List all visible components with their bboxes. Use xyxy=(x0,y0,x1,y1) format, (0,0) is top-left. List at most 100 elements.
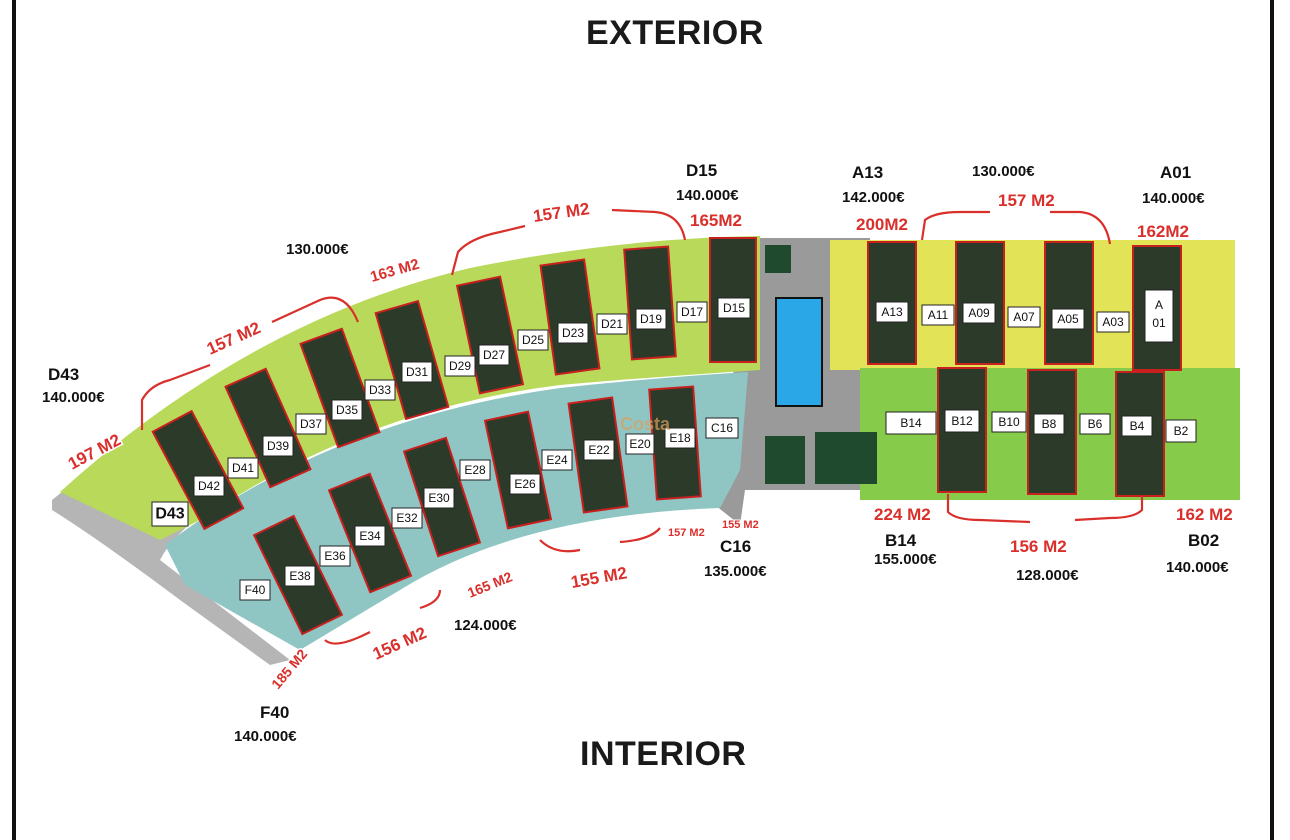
tag-e30: E30 xyxy=(423,487,455,509)
lot-d31[interactable] xyxy=(374,299,450,421)
tag-d35: D35 xyxy=(331,399,363,421)
area-arrow xyxy=(539,539,581,553)
planter xyxy=(815,432,877,484)
svg-text:D21: D21 xyxy=(601,317,623,331)
pool xyxy=(775,297,823,407)
svg-text:B10: B10 xyxy=(998,415,1020,429)
svg-text:B2: B2 xyxy=(1174,424,1189,438)
tag-a01: A 01 xyxy=(1144,289,1174,343)
svg-text:E26: E26 xyxy=(514,477,536,491)
tag-e26: E26 xyxy=(509,473,541,495)
svg-text:D42: D42 xyxy=(198,479,220,493)
palm-tree-icon xyxy=(82,167,158,241)
price-c16: 135.000€ xyxy=(704,563,767,580)
tag-a05: A05 xyxy=(1051,308,1085,330)
svg-text:D29: D29 xyxy=(449,359,471,373)
svg-text:D39: D39 xyxy=(267,439,289,453)
palm-tree-icon xyxy=(367,82,443,156)
svg-text:E30: E30 xyxy=(428,491,450,505)
tag-b14: B14 xyxy=(885,411,937,435)
svg-text:A11: A11 xyxy=(928,308,949,322)
area-b02: 162 M2 xyxy=(1176,505,1233,524)
exterior-title: EXTERIOR xyxy=(586,14,764,52)
lot-d23[interactable] xyxy=(539,258,601,376)
tag-d29: D29 xyxy=(444,355,476,377)
svg-text:B12: B12 xyxy=(951,414,973,428)
svg-text:A13: A13 xyxy=(881,305,903,319)
area-b-mid: 156 M2 xyxy=(1010,537,1067,556)
tag-d21: D21 xyxy=(596,313,628,335)
code-a01: A01 xyxy=(1160,163,1191,182)
area-d15: 165M2 xyxy=(690,211,742,230)
tag-a09: A09 xyxy=(962,302,996,324)
svg-text:D23: D23 xyxy=(562,326,584,340)
svg-text:F40: F40 xyxy=(245,583,266,597)
svg-text:E24: E24 xyxy=(546,453,568,467)
tag-d33: D33 xyxy=(364,379,396,401)
svg-text:A05: A05 xyxy=(1057,312,1079,326)
svg-text:E28: E28 xyxy=(464,463,486,477)
tag-d25: D25 xyxy=(517,329,549,351)
price-a-mid: 130.000€ xyxy=(972,163,1035,180)
area-a13: 200M2 xyxy=(856,215,908,234)
area-arrow xyxy=(271,296,360,323)
tag-d17: D17 xyxy=(676,301,708,323)
tag-e38: E38 xyxy=(284,565,316,587)
tag-e34: E34 xyxy=(354,525,386,547)
tag-b2: B2 xyxy=(1165,419,1197,443)
svg-text:A07: A07 xyxy=(1013,310,1035,324)
lot-d43[interactable] xyxy=(151,409,245,531)
svg-text:A03: A03 xyxy=(1102,315,1124,329)
tag-d39: D39 xyxy=(262,435,294,457)
area-c16-b: 155 M2 xyxy=(722,519,759,531)
tag-f40: F40 xyxy=(239,579,271,601)
lot-a05[interactable] xyxy=(1044,241,1094,365)
tag-a13: A13 xyxy=(875,301,909,323)
tag-e20: E20 xyxy=(625,433,655,455)
area-d-mid: 163 M2 xyxy=(368,256,421,286)
tag-e36: E36 xyxy=(319,545,351,567)
interior-title: INTERIOR xyxy=(580,735,747,773)
svg-text:D17: D17 xyxy=(681,305,703,319)
area-arrow xyxy=(1050,210,1112,245)
planter xyxy=(765,436,805,484)
svg-text:D25: D25 xyxy=(522,333,544,347)
svg-text:D15: D15 xyxy=(723,301,745,315)
lot-e26[interactable] xyxy=(483,410,553,530)
code-d43: D43 xyxy=(48,365,79,384)
svg-text:D27: D27 xyxy=(483,348,505,362)
svg-text:E34: E34 xyxy=(359,529,381,543)
tag-a07: A07 xyxy=(1007,306,1041,328)
area-arrow xyxy=(619,527,661,544)
price-a13: 142.000€ xyxy=(842,189,905,206)
svg-text:B14: B14 xyxy=(900,416,922,430)
tag-b8: B8 xyxy=(1033,413,1065,435)
lot-d19[interactable] xyxy=(623,245,677,361)
tag-d37: D37 xyxy=(295,413,327,435)
tag-a11: A11 xyxy=(921,304,955,326)
area-e-low: 165 M2 xyxy=(465,568,514,600)
price-d43: 140.000€ xyxy=(42,389,105,406)
svg-text:A: A xyxy=(1155,298,1163,312)
code-b02: B02 xyxy=(1188,531,1219,550)
tag-b12: B12 xyxy=(944,409,980,433)
area-c16-a: 157 M2 xyxy=(668,527,705,539)
page-frame xyxy=(12,0,1274,840)
svg-text:E36: E36 xyxy=(324,549,346,563)
area-arrow xyxy=(450,224,526,276)
svg-text:D31: D31 xyxy=(406,365,428,379)
price-f40: 140.000€ xyxy=(234,728,297,745)
price-d-mid: 130.000€ xyxy=(286,241,349,258)
palm-tree-icon xyxy=(642,647,718,721)
area-arrow xyxy=(946,494,1031,524)
svg-text:D41: D41 xyxy=(232,461,254,475)
tag-e18: E18 xyxy=(664,427,696,449)
svg-text:A09: A09 xyxy=(968,306,990,320)
palm-tree-icon xyxy=(867,42,943,116)
area-arrow xyxy=(1074,496,1144,522)
area-arrow xyxy=(920,210,990,241)
code-b14: B14 xyxy=(885,531,917,550)
tag-e24: E24 xyxy=(541,449,573,471)
svg-text:01: 01 xyxy=(1152,316,1166,330)
lot-d39[interactable] xyxy=(224,367,312,489)
